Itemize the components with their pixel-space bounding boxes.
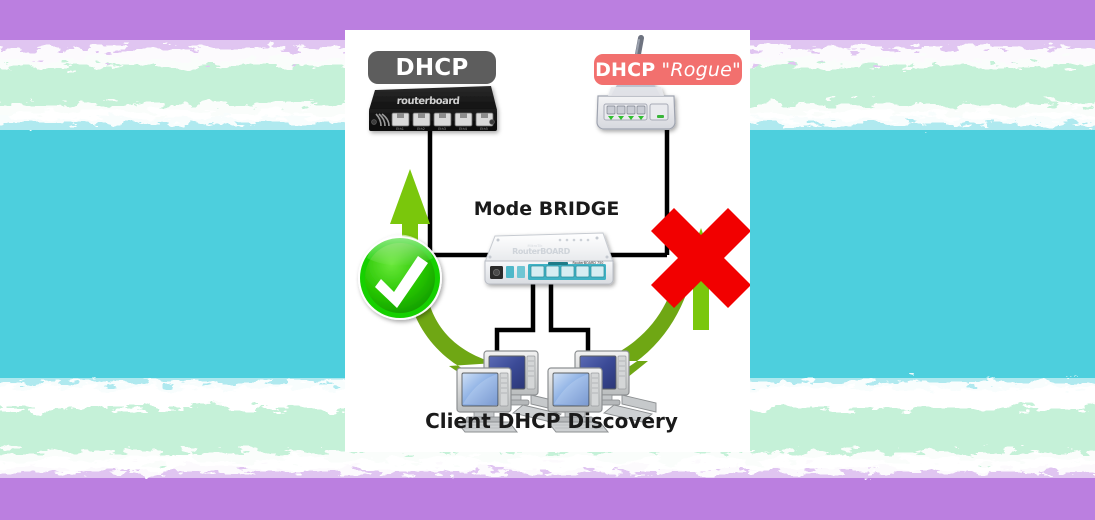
svg-text:Eth4: Eth4 (459, 127, 467, 131)
svg-text:RouterBOARD: RouterBOARD (512, 247, 571, 256)
blocked-status-cross (651, 208, 750, 308)
bridge-routerboard: RouterBOARD MikroTik RouterBOARD 750 (484, 232, 614, 285)
client-discovery-caption: Client DHCP Discovery (0, 409, 1095, 433)
client-discovery-caption-text: Client DHCP Discovery (425, 409, 678, 433)
svg-text:RouterBOARD 750: RouterBOARD 750 (573, 261, 604, 265)
svg-text:routerboard: routerboard (396, 96, 460, 107)
svg-text:MikroTik: MikroTik (528, 244, 544, 248)
dhcp-server-badge-label: DHCP (395, 54, 469, 81)
rogue-dhcp-badge-label: DHCP (595, 58, 656, 81)
allowed-status-check (358, 234, 442, 320)
bridge-mode-caption-text: Mode BRIDGE (473, 198, 620, 220)
rogue-dhcp-badge-qualifier: "Rogue" (661, 58, 741, 81)
diagram-panel: routerboard (345, 30, 750, 452)
discovery-curve-left (407, 282, 503, 402)
network-diagram: routerboard (358, 35, 750, 433)
svg-text:Eth1: Eth1 (396, 127, 404, 131)
allowed-flow-arrow (390, 169, 430, 266)
svg-text:Eth3: Eth3 (438, 127, 446, 131)
dhcp-server-badge: DHCP (368, 51, 496, 84)
rogue-wireless-router (596, 35, 676, 130)
svg-text:Eth2: Eth2 (417, 127, 425, 131)
svg-text:Eth5: Eth5 (480, 127, 488, 131)
rogue-dhcp-badge: DHCP "Rogue" (594, 54, 742, 85)
client-computer-group-right (546, 350, 657, 433)
routerboard-dhcp-server: routerboard (369, 86, 497, 131)
bridge-mode-caption: Mode BRIDGE (0, 198, 1095, 220)
